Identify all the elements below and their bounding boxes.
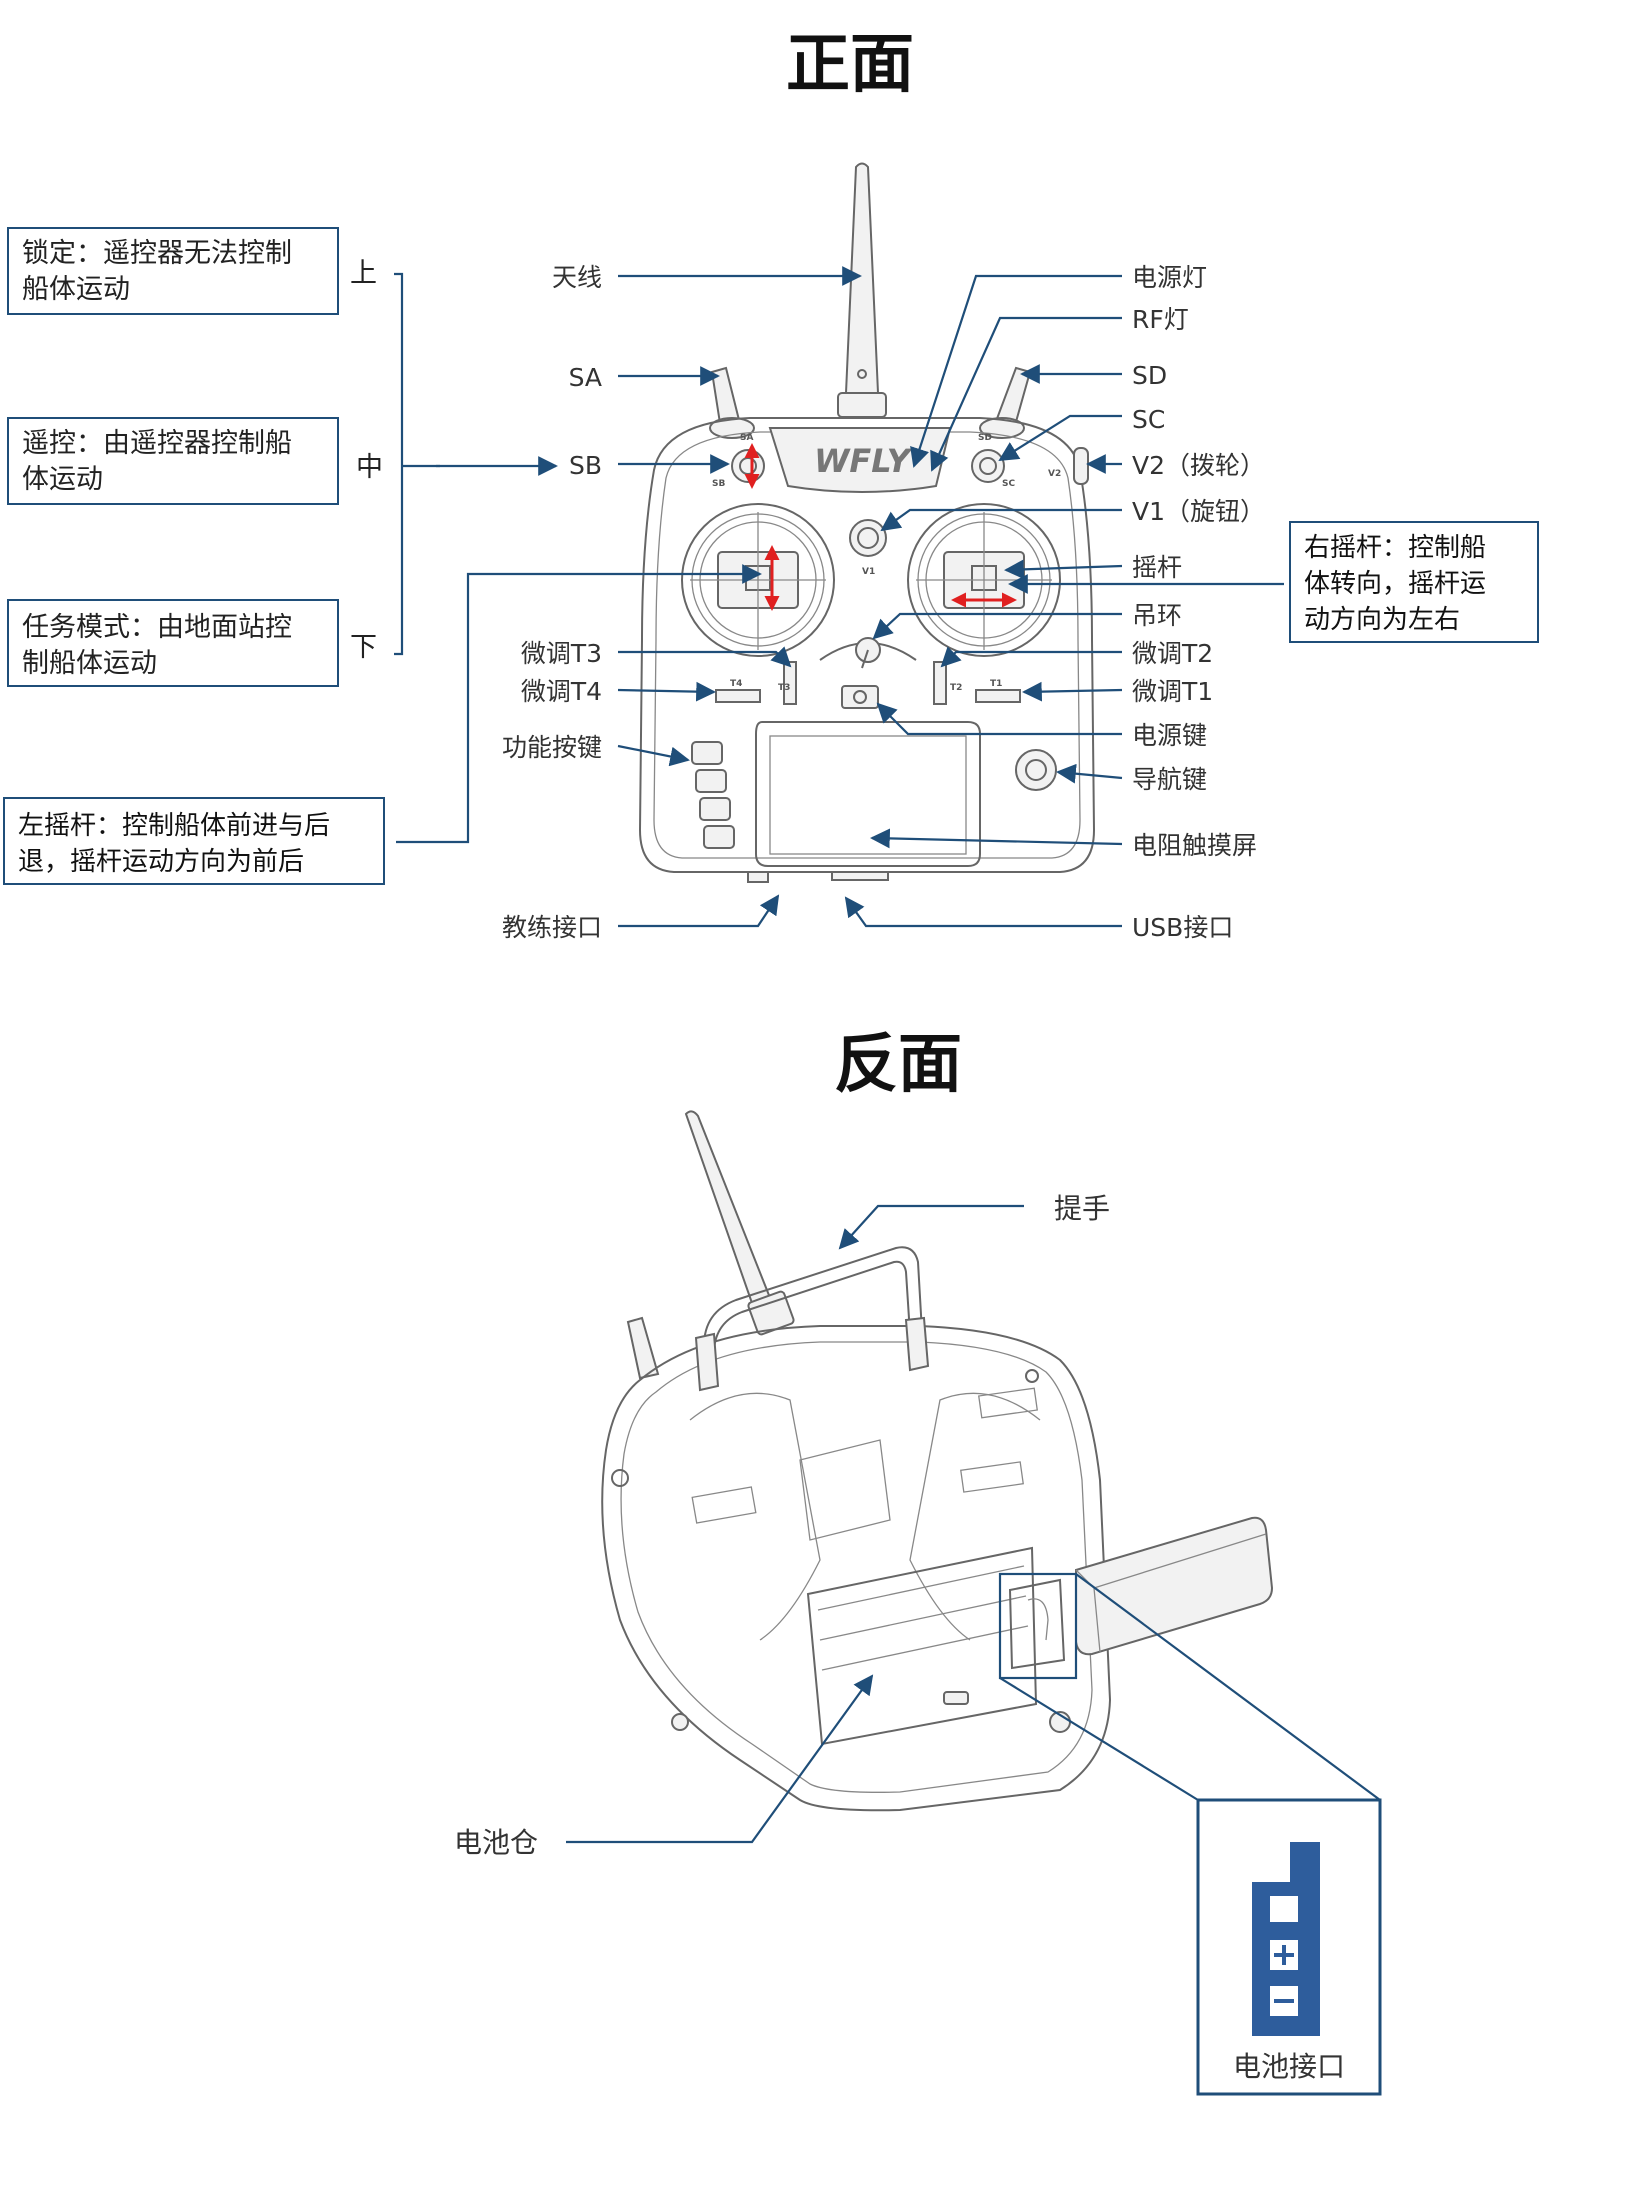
label-sd: SD — [1132, 361, 1167, 390]
mode-remote-line2: 体运动 — [22, 464, 103, 495]
label-trim-t3: 微调T3 — [521, 639, 602, 668]
sb-mark: SB — [712, 479, 725, 489]
t2-mark: T2 — [950, 683, 962, 693]
t1-mark: T1 — [990, 679, 1002, 689]
mode-up: 上 — [350, 258, 377, 289]
mode-lock-line1: 锁定：遥控器无法控制 — [22, 238, 292, 269]
label-trim-t2: 微调T2 — [1132, 639, 1213, 668]
left-stick-note-line1: 左摇杆：控制船体前进与后 — [18, 811, 330, 841]
left-stick-note-line2: 退，摇杆运动方向为前后 — [18, 847, 304, 877]
connector-signal-slot — [1270, 1896, 1298, 1922]
front-right-labels: 电源灯 RF灯 SD SC V2（拨轮） V1（旋钮） 摇杆 吊环 微调T2 微… — [846, 263, 1265, 942]
sc-mark: SC — [1002, 479, 1015, 489]
v2-mark: V2 — [1048, 469, 1061, 479]
label-antenna: 天线 — [552, 263, 602, 292]
mode-mid: 中 — [356, 452, 383, 483]
label-rf-led: RF灯 — [1132, 305, 1189, 334]
label-hanger: 吊环 — [1132, 601, 1182, 630]
device-logo: WFLY — [814, 442, 913, 480]
mode-down: 下 — [350, 632, 377, 663]
switch-modes: 锁定：遥控器无法控制 船体运动 遥控：由遥控器控制船 体运动 任务模式：由地面站… — [8, 228, 556, 686]
label-sa: SA — [569, 363, 602, 392]
label-nav-key: 导航键 — [1132, 765, 1207, 794]
label-power-led: 电源灯 — [1132, 263, 1207, 292]
label-usb-port: USB接口 — [1132, 913, 1233, 942]
label-touch-screen: 电阻触摸屏 — [1132, 831, 1257, 860]
label-v2: V2（拨轮） — [1132, 451, 1265, 480]
right-stick-note-line2: 体转向，摇杆运 — [1304, 569, 1486, 599]
label-handle: 提手 — [1054, 1192, 1110, 1225]
sd-mark: SD — [978, 433, 992, 443]
right-stick-note-line1: 右摇杆：控制船 — [1304, 533, 1486, 563]
label-trainer-port: 教练接口 — [502, 913, 602, 942]
back-title: 反面 — [834, 1028, 962, 1102]
transmitter-back — [602, 1111, 1272, 1810]
label-battery-bay: 电池仓 — [454, 1826, 538, 1859]
mode-mission-line2: 制船体运动 — [22, 648, 157, 679]
front-title: 正面 — [786, 28, 914, 102]
label-sc: SC — [1132, 405, 1165, 434]
label-trim-t4: 微调T4 — [521, 677, 602, 706]
right-stick-note-line3: 动方向为左右 — [1304, 605, 1460, 635]
label-power-key: 电源键 — [1132, 721, 1207, 750]
v1-mark: V1 — [862, 567, 875, 577]
label-function-keys: 功能按键 — [502, 733, 602, 762]
mode-lock-line2: 船体运动 — [22, 274, 130, 305]
front-left-labels: 天线 SA SB 微调T3 微调T4 功能按键 教练接口 — [502, 263, 860, 942]
t3-mark: T3 — [778, 683, 790, 693]
t4-mark: T4 — [730, 679, 742, 689]
label-sb: SB — [569, 451, 602, 480]
sa-mark: SA — [740, 433, 753, 443]
label-stick: 摇杆 — [1132, 553, 1182, 582]
label-v1: V1（旋钮） — [1132, 497, 1265, 526]
mode-remote-line1: 遥控：由遥控器控制船 — [22, 428, 292, 459]
label-trim-t1: 微调T1 — [1132, 677, 1213, 706]
mode-mission-line1: 任务模式：由地面站控 — [22, 612, 292, 643]
label-battery-port: 电池接口 — [1233, 2050, 1345, 2083]
transmitter-front: WFLY SA SB SD SC V2 V1 — [640, 164, 1094, 883]
